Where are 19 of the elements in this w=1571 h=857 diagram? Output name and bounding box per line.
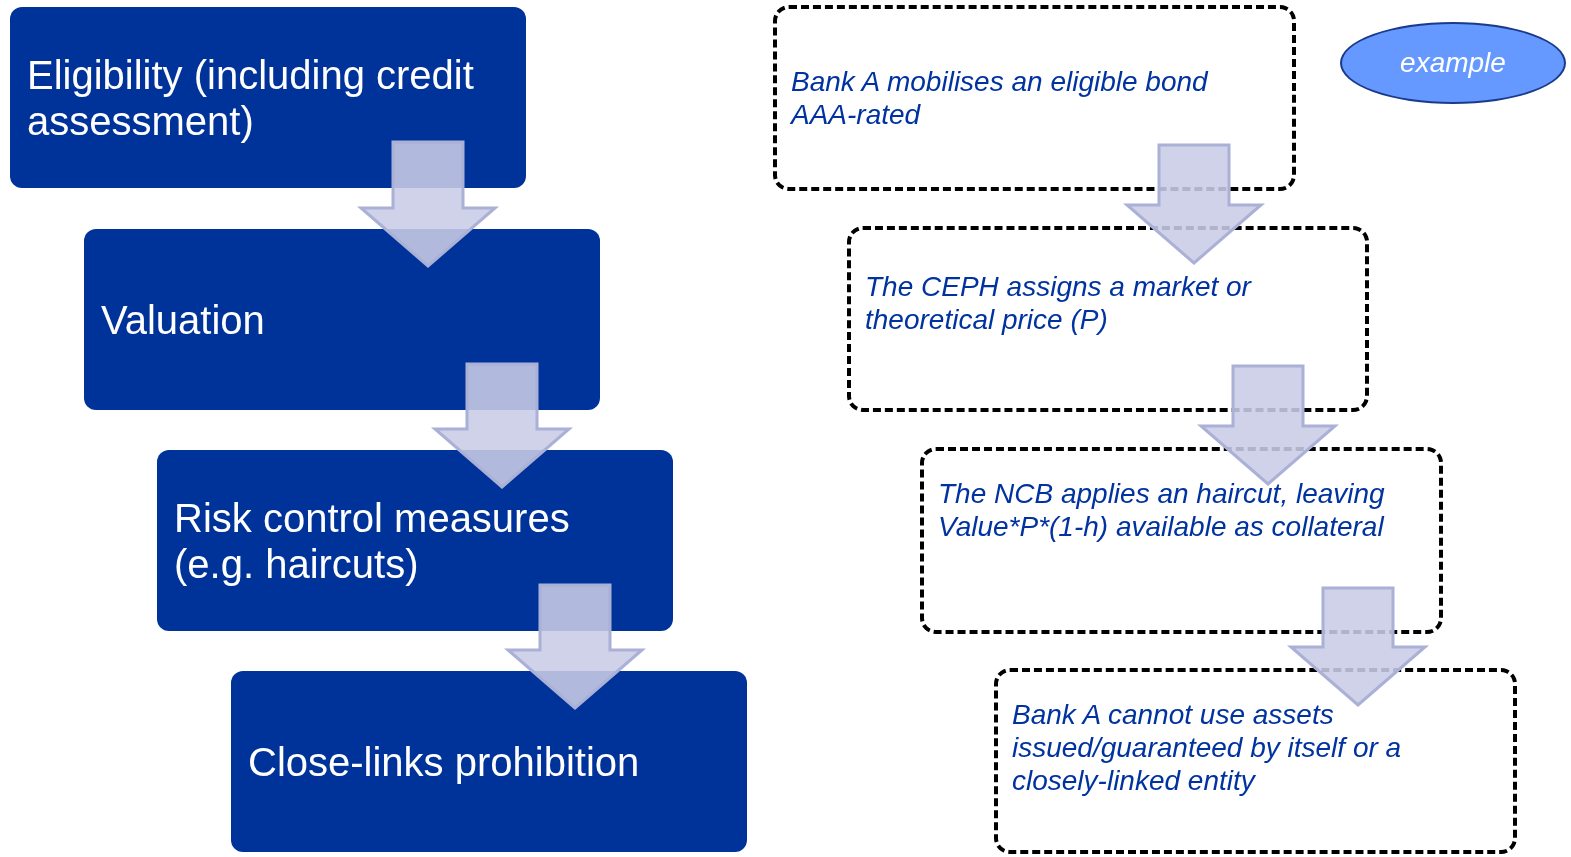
block-arrow — [503, 583, 647, 710]
block-arrow — [430, 362, 574, 489]
ellipse-label: example — [1400, 47, 1506, 79]
process-label: Eligibility (including credit assessment) — [27, 51, 475, 144]
process-label: Risk control measures (e.g. haircuts) — [174, 494, 571, 587]
block-arrow — [356, 140, 500, 268]
step-description: Bank A cannot use assets issued/guaranteed by itself or a closely-linked entity — [1012, 698, 1403, 797]
step-description: The NCB applies an haircut, leaving Value*P*(1-h) available as collateral — [938, 477, 1386, 543]
process-box — [157, 450, 673, 631]
process-label: Valuation — [101, 296, 265, 343]
block-arrow — [1196, 364, 1340, 486]
step-description: Bank A mobilises an eligible bond AAA-rated — [791, 65, 1210, 131]
step-description: The CEPH assigns a market or theoretical price (P) — [865, 270, 1253, 336]
process-label: Close-links prohibition — [248, 738, 640, 785]
process-box — [84, 229, 600, 410]
block-arrow — [1122, 143, 1266, 265]
process-box — [231, 671, 747, 852]
process-box — [10, 7, 526, 188]
block-arrow — [1286, 586, 1430, 707]
